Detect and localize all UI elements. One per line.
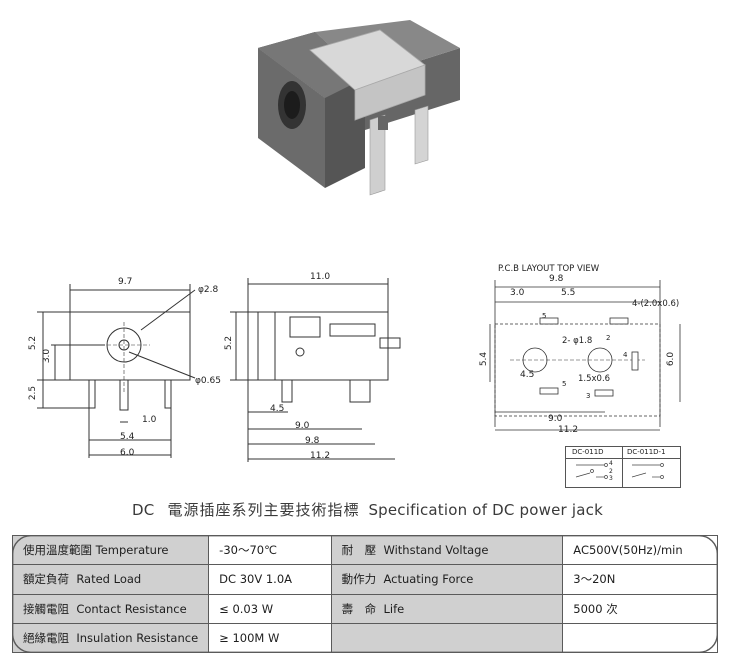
table-row: 接觸電阻 Contact Resistance ≤ 0.03 W 壽 命 Lif… (11, 593, 718, 624)
spec-label-2: 壽 命 Life (330, 593, 564, 624)
table-row: 使用溫度範圍 Temperature -30～70℃ 耐 壓 Withstand… (11, 534, 718, 566)
caption-prefix: DC (132, 501, 155, 519)
legend-header-line (566, 458, 680, 459)
caption-zh: 電源插座系列主要技術指標 (167, 501, 360, 519)
pcb-dim-top: 9.8 (549, 274, 564, 284)
pcb-dim-bottom-b: 11.2 (558, 425, 579, 435)
product-photo (258, 20, 460, 196)
front-dim-width: 9.7 (118, 277, 133, 287)
spec-value-2: AC500V(50Hz)/min (562, 534, 718, 566)
spec-table: 使用溫度範圍 Temperature -30～70℃ 耐 壓 Withstand… (11, 534, 718, 654)
spec-value-2 (562, 622, 718, 654)
pcb-dim-right: 6.0 (666, 351, 677, 367)
pcb-dim-slots: 4-(2.0x0.6) (632, 299, 680, 309)
front-dim-pin-gap: 1.0 (142, 415, 157, 425)
spec-label-2: 耐 壓 Withstand Voltage (330, 534, 564, 566)
pcb-layout-drawing (489, 280, 681, 431)
legend-col1-title: DC-011D (572, 448, 604, 456)
side-dim-d3: 9.8 (305, 436, 320, 446)
spec-caption: DC 電源插座系列主要技術指標 Specification of DC powe… (0, 499, 735, 520)
spec-label: 使用溫度範圍 Temperature (11, 534, 210, 566)
side-dim-d4: 11.2 (310, 451, 331, 461)
pcb-dim-bottom-a: 9.0 (548, 414, 563, 424)
side-dim-length: 11.0 (310, 272, 331, 282)
pcb-title: P.C.B LAYOUT TOP VIEW (498, 264, 600, 274)
spec-table-container: 使用溫度範圍 Temperature -30～70℃ 耐 壓 Withstand… (11, 534, 718, 654)
legend-divider (622, 447, 623, 487)
pcb-pad-label-1: 5 (542, 312, 547, 320)
front-dim-pin-dia: φ0.65 (195, 376, 221, 386)
caption-en: Specification of DC power jack (368, 501, 603, 519)
front-dim-center: 3.0 (42, 348, 53, 364)
spec-label: 絕緣電阻 Insulation Resistance (11, 622, 210, 654)
pcb-legend: DC-011D DC-011D-1 4 2 3 (565, 446, 681, 488)
front-dim-pin-len: 2.5 (28, 385, 39, 401)
front-view-drawing (37, 284, 196, 458)
front-dim-height: 5.2 (28, 335, 39, 351)
legend-pin-4: 4 (609, 460, 613, 467)
spec-value: ≥ 100M W (208, 622, 332, 654)
pcb-pad-label-2: 2 (606, 334, 611, 342)
legend-pin-2: 2 (609, 468, 613, 475)
pcb-pad-label-4: 5 (562, 380, 567, 388)
front-dim-span-b: 6.0 (120, 448, 135, 458)
pcb-pad-label-3: 4 (623, 351, 628, 359)
pcb-dim-b: 5.5 (561, 288, 576, 298)
table-rounded-frame (12, 535, 718, 653)
pcb-pad-label-5: 3 (586, 392, 591, 400)
pcb-dim-left: 5.4 (479, 351, 490, 367)
legend-switch-diagram-2 (631, 463, 664, 479)
table-row: 絕緣電阻 Insulation Resistance ≥ 100M W (11, 622, 718, 654)
legend-switch-diagram-1 (575, 463, 608, 479)
spec-label-2: 動作力 Actuating Force (330, 564, 564, 595)
pcb-dim-hole: 2- φ1.8 (562, 336, 593, 346)
spec-label-2 (330, 622, 564, 654)
side-dim-d2: 9.0 (295, 421, 310, 431)
pcb-dim-a: 3.0 (510, 288, 525, 298)
legend-col2-title: DC-011D-1 (627, 448, 666, 456)
spec-value: DC 30V 1.0A (208, 564, 332, 595)
spec-label: 接觸電阻 Contact Resistance (11, 593, 210, 624)
side-dim-height: 5.2 (224, 335, 235, 351)
pcb-dim-slot-size: 1.5x0.6 (578, 374, 611, 384)
spec-value: ≤ 0.03 W (208, 593, 332, 624)
spec-label: 額定負荷 Rated Load (11, 564, 210, 595)
spec-value: -30～70℃ (208, 534, 332, 566)
front-dim-span-a: 5.4 (120, 432, 135, 442)
spec-value-2: 3～20N (562, 564, 718, 595)
front-dim-hole: φ2.8 (198, 285, 219, 295)
pcb-dim-c: 4.5 (520, 370, 535, 380)
table-row: 額定負荷 Rated Load DC 30V 1.0A 動作力 Actuatin… (11, 564, 718, 595)
side-view-drawing (230, 278, 401, 462)
side-dim-d1: 4.5 (270, 404, 285, 414)
legend-pin-3: 3 (609, 475, 613, 482)
spec-value-2: 5000 次 (562, 593, 718, 624)
